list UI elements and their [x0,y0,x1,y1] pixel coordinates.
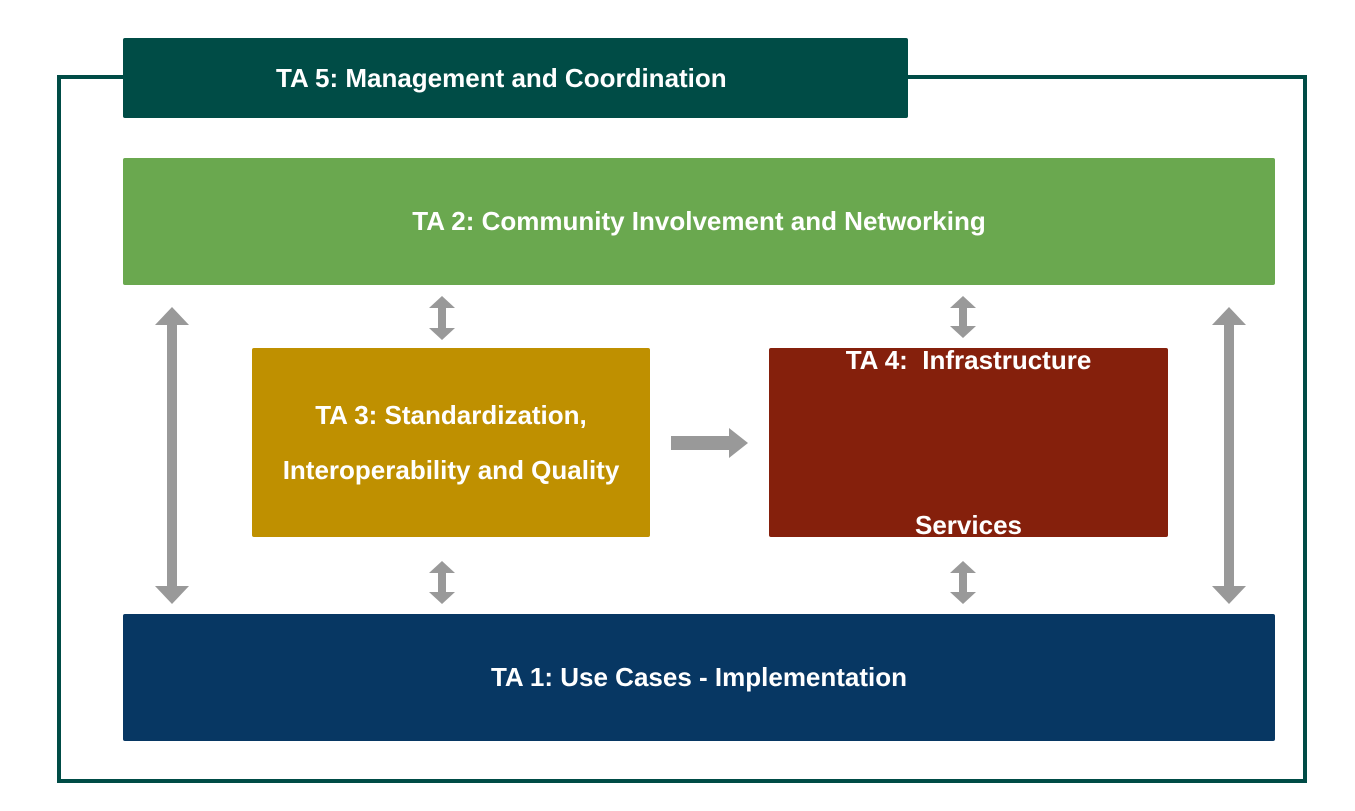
right-long-double-arrow [1212,307,1246,604]
ta3-label-line2: Interoperability and Quality [282,454,620,485]
ta4-label-line1: TA 4: Infrastructure [845,344,1092,375]
ta1-use-cases-box: TA 1: Use Cases - Implementation [123,614,1275,741]
ta2-label: TA 2: Community Involvement and Networki… [412,206,986,236]
ta2-ta4-double-arrow [950,296,976,338]
ta2-ta3-double-arrow [429,296,455,340]
ta4-label-line2: Services [915,509,1022,540]
ta5-label: TA 5: Management and Coordination [276,62,727,93]
ta4-ta1-double-arrow [950,561,976,604]
ta3-ta1-double-arrow [429,561,455,604]
ta5-management-box: TA 5: Management and Coordination [123,38,908,118]
ta3-to-ta4-arrow [671,428,748,458]
ta1-label: TA 1: Use Cases - Implementation [490,662,908,692]
ta3-standardization-box: TA 3: Standardization, Interoperability … [252,348,650,537]
left-long-double-arrow [155,307,189,604]
ta4-infrastructure-box: TA 4: Infrastructure Services [769,345,1168,540]
ta2-community-box: TA 2: Community Involvement and Networki… [123,158,1275,285]
ta3-label-line1: TA 3: Standardization, [315,399,587,430]
